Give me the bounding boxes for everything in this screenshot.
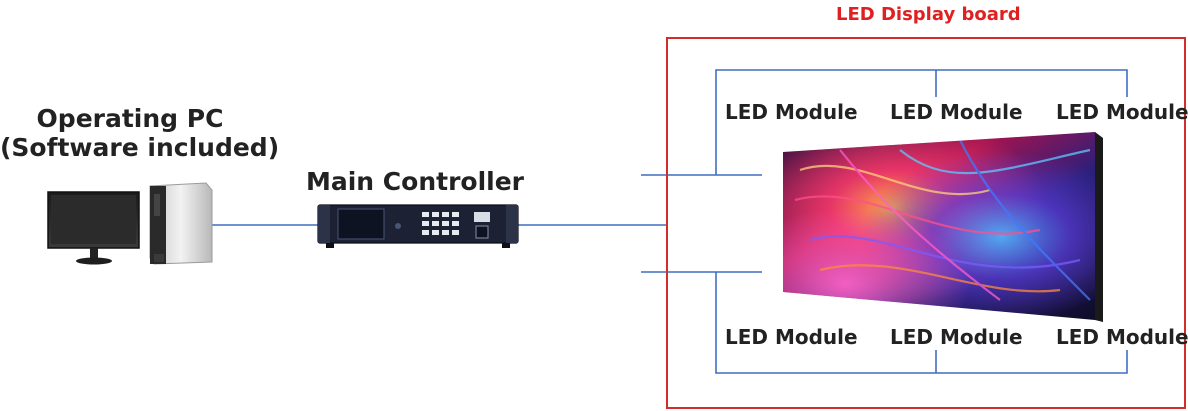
board-title: LED Display board	[836, 4, 1021, 25]
led-display-board-frame	[666, 37, 1186, 409]
bottom-module-bus	[715, 272, 1128, 374]
controller-unit-icon	[317, 204, 519, 248]
pc-label: Operating PC (Software included)	[0, 104, 280, 162]
controller-label: Main Controller	[305, 167, 525, 196]
pc-label-line2: (Software included)	[0, 133, 280, 162]
top-module-label-1: LED Module	[725, 100, 858, 124]
pc-tower-icon	[149, 182, 213, 265]
bottom-module-label-3: LED Module	[1056, 325, 1188, 349]
bottom-module-label-2: LED Module	[890, 325, 1023, 349]
top-module-label-3: LED Module	[1056, 100, 1188, 124]
led-wall-colorful-image	[783, 132, 1103, 322]
top-module-bus	[715, 69, 1128, 175]
monitor-icon	[47, 191, 140, 265]
top-module-label-2: LED Module	[890, 100, 1023, 124]
pc-label-line1: Operating PC	[36, 104, 224, 133]
bottom-module-label-1: LED Module	[725, 325, 858, 349]
